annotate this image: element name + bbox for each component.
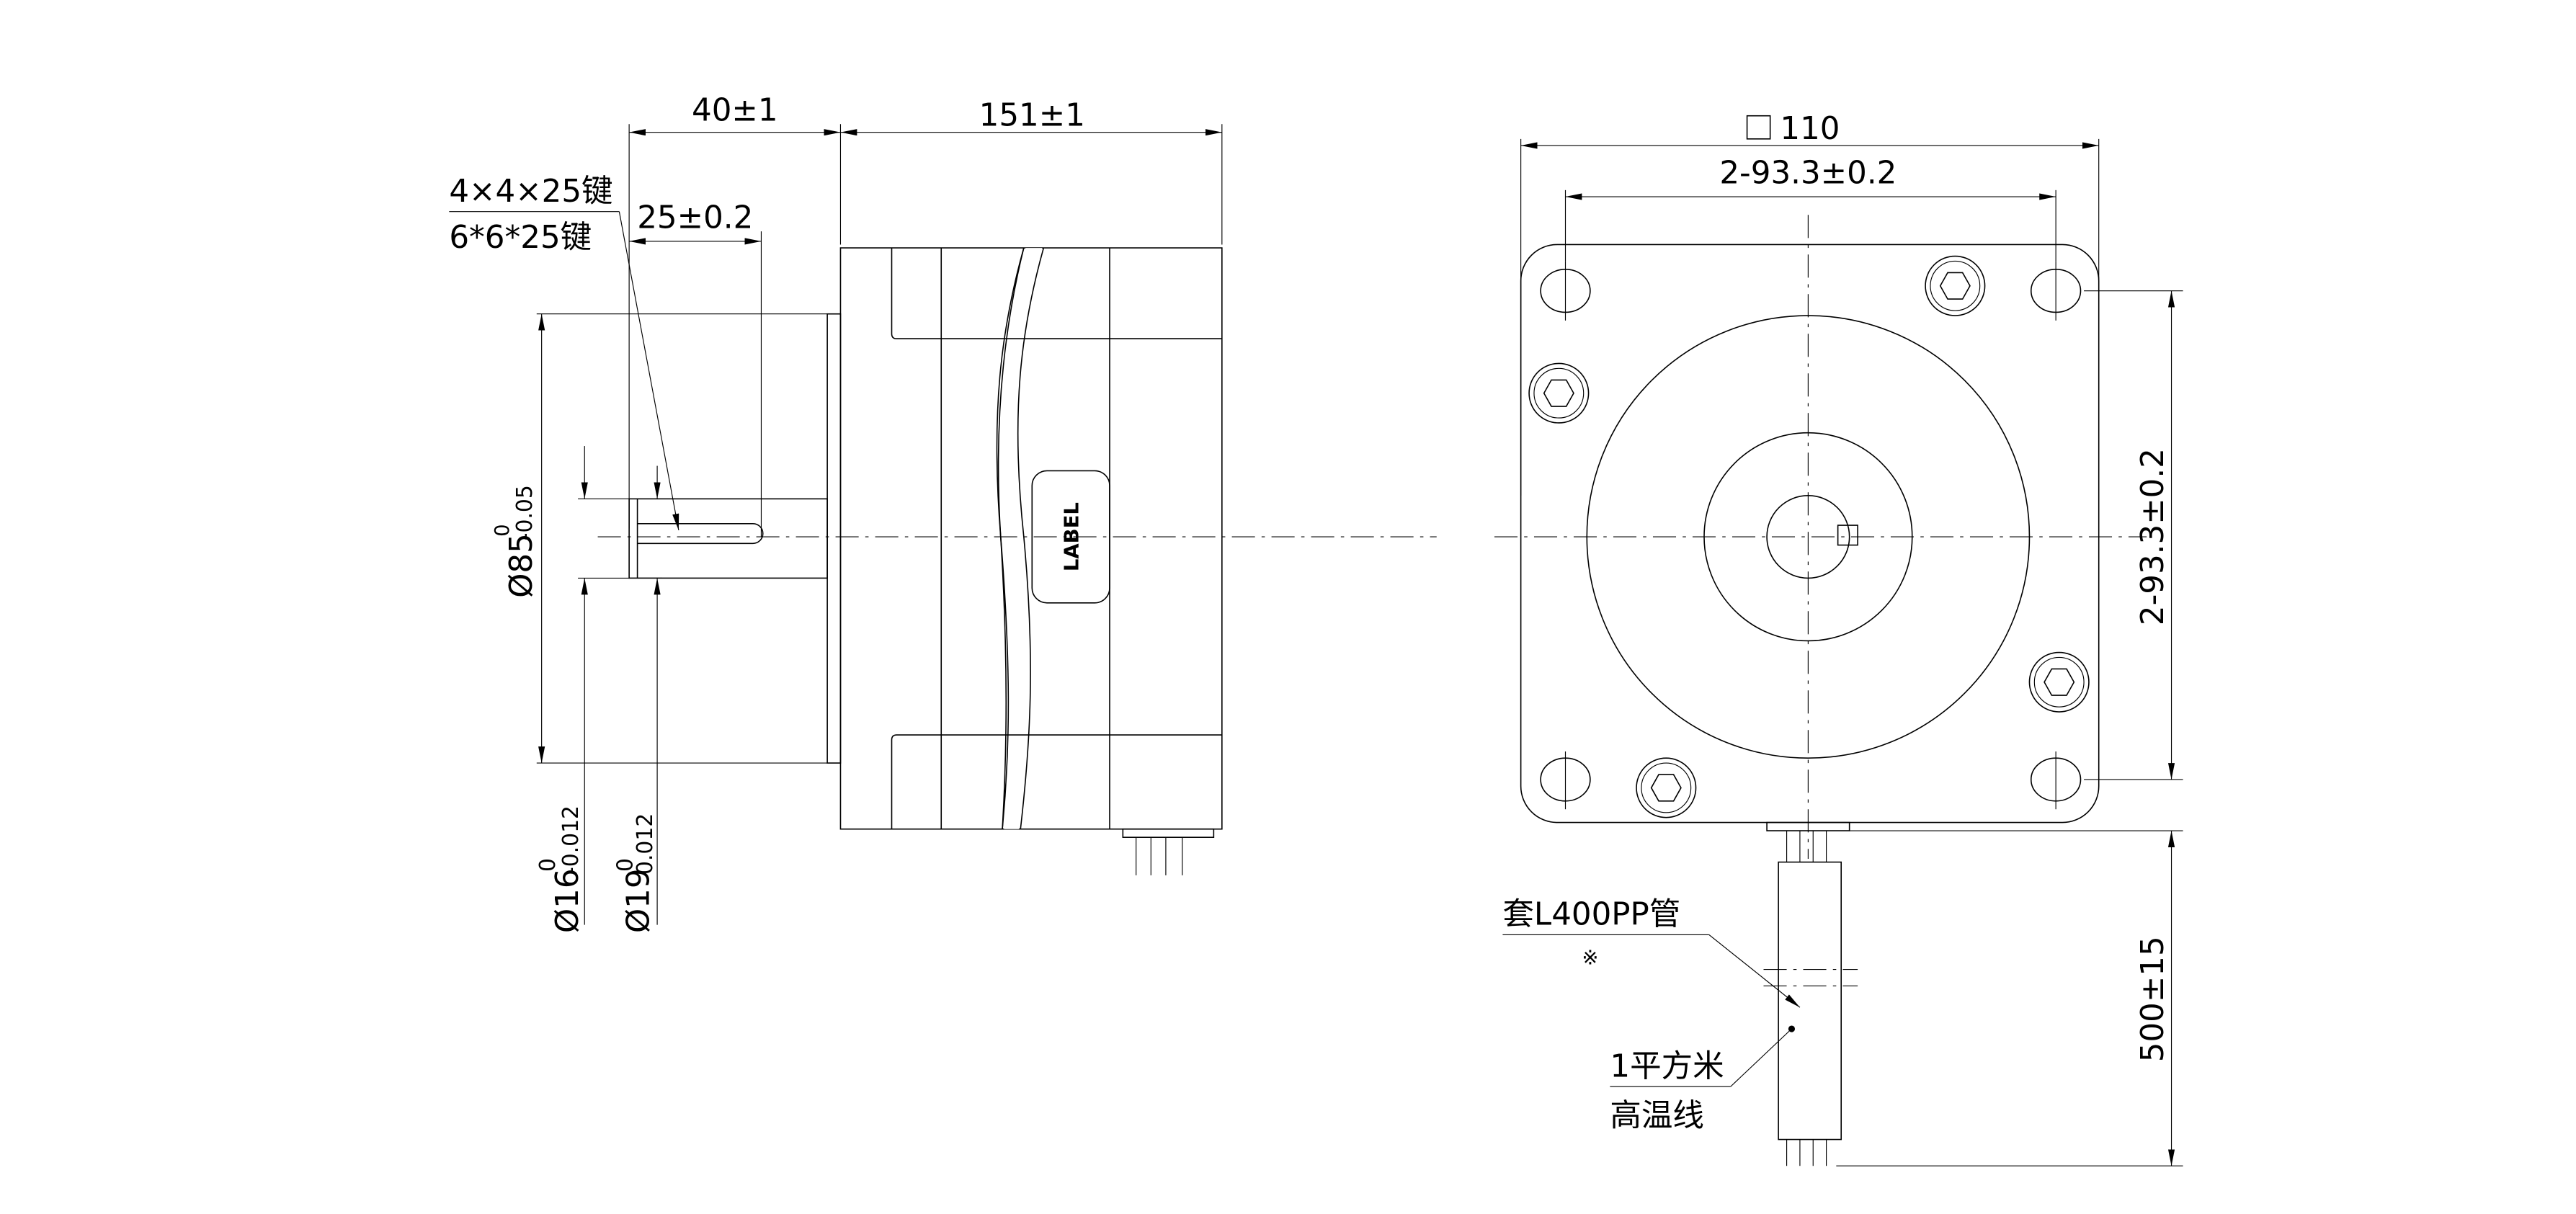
- label-plate: LABEL: [1031, 470, 1110, 604]
- motor-body: [826, 247, 1223, 830]
- sleeve-mark: ※: [1582, 947, 1598, 970]
- key-option-2: 6*6*25键: [449, 220, 592, 256]
- mounting-holes: [1540, 261, 2082, 810]
- side-view: LABEL 40±1 151±1 25±0.2 4×4×25键 6*6*25键: [449, 93, 1437, 933]
- key-leader: [618, 211, 679, 531]
- dim-flange-dia: Ø850-0.05: [491, 485, 540, 598]
- dim-square: 110: [1780, 111, 1840, 147]
- dim-shaft-dia-19: Ø1900.012: [613, 813, 659, 933]
- pilot-circle: [1586, 315, 2031, 759]
- flange-square: [1520, 244, 2100, 824]
- key-option-1: 4×4×25键: [449, 174, 612, 210]
- dim-body-length: 151±1: [979, 97, 1085, 133]
- dim-cable-length: 500±15: [2135, 936, 2171, 1062]
- connector: [1122, 828, 1215, 875]
- square-symbol: [1746, 115, 1771, 140]
- shaft-end: [1766, 495, 1850, 579]
- pp-sleeve: [1778, 861, 1842, 1141]
- key: [1837, 525, 1858, 546]
- dim-key-length: 25±0.2: [637, 200, 753, 236]
- wire-note-1: 1平方米: [1610, 1048, 1724, 1084]
- dim-shaft-dia-16: Ø160-0.012: [535, 805, 586, 933]
- shaft: [628, 498, 828, 579]
- hex-screws: [1528, 255, 2090, 818]
- label-text: LABEL: [1060, 502, 1083, 571]
- dim-hole-spacing-v: 2-93.3±0.2: [2135, 448, 2171, 625]
- cable: [1763, 821, 1858, 1166]
- front-view: 110 2-93.3±0.2 2-93.3±0.2 500±15: [1494, 111, 2183, 1166]
- sleeve-note: 套L400PP管: [1502, 897, 1680, 933]
- dim-shaft-length: 40±1: [692, 93, 778, 129]
- dim-hole-spacing-h: 2-93.3±0.2: [1719, 156, 1897, 192]
- wire-note-2: 高温线: [1610, 1098, 1704, 1134]
